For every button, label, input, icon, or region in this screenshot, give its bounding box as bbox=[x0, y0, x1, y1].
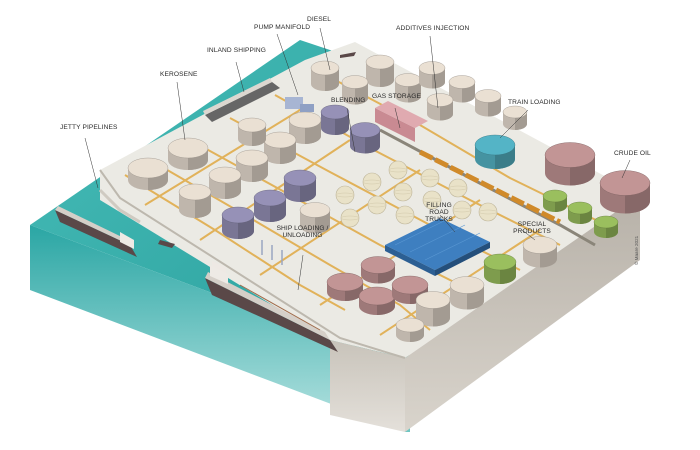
label-ship-loading-unloading: SHIP LOADING / UNLOADING bbox=[276, 225, 329, 239]
label-gas-storage: GAS STORAGE bbox=[372, 93, 421, 100]
storage-tank bbox=[237, 117, 267, 146]
label-leader-lines bbox=[84, 27, 631, 291]
storage-tank bbox=[235, 149, 269, 182]
storage-tank bbox=[599, 170, 651, 214]
truck-filling-station bbox=[385, 217, 490, 276]
storage-tank bbox=[167, 137, 209, 170]
storage-tank bbox=[567, 201, 593, 224]
quay-edge bbox=[99, 169, 406, 359]
label-train-loading: TRAIN LOADING bbox=[508, 99, 561, 106]
storage-tank bbox=[418, 61, 446, 89]
storage-tank bbox=[426, 93, 454, 121]
storage-tank bbox=[449, 276, 485, 310]
storage-tank bbox=[310, 60, 340, 91]
storage-tank bbox=[394, 73, 422, 103]
gas-sphere bbox=[448, 178, 468, 198]
gas-sphere bbox=[393, 182, 413, 202]
small-boats bbox=[158, 52, 356, 248]
storage-tank bbox=[365, 54, 395, 87]
storage-tank bbox=[341, 75, 369, 105]
label-crude-oil: CRUDE OIL bbox=[614, 150, 651, 157]
storage-tank bbox=[178, 183, 212, 218]
storage-tank bbox=[221, 206, 255, 239]
ground-side-right bbox=[405, 195, 640, 432]
storage-tank bbox=[253, 189, 287, 222]
ground-side-left bbox=[330, 340, 405, 432]
gas-sphere bbox=[478, 202, 498, 222]
storage-tanks bbox=[127, 54, 651, 342]
gas-sphere bbox=[422, 190, 442, 210]
gas-sphere bbox=[420, 168, 440, 188]
storage-tank bbox=[415, 291, 451, 327]
gas-sphere bbox=[395, 205, 415, 225]
storage-tank bbox=[208, 166, 242, 199]
gas-sphere bbox=[362, 172, 382, 192]
storage-tank bbox=[127, 157, 169, 190]
label-diesel: DIESEL bbox=[307, 16, 332, 23]
inland-barge bbox=[203, 78, 280, 122]
tanker-ship-large bbox=[205, 260, 338, 352]
ship-loading-arms bbox=[261, 240, 283, 265]
storage-tank bbox=[544, 142, 596, 186]
jetty-pipelines bbox=[98, 188, 141, 224]
label-kerosene: KEROSENE bbox=[160, 71, 198, 78]
storage-tank bbox=[593, 215, 619, 238]
storage-tank bbox=[502, 105, 528, 130]
storage-tank bbox=[360, 256, 396, 284]
storage-tank bbox=[522, 236, 558, 268]
tanker-ship-small bbox=[55, 206, 137, 257]
storage-tank bbox=[395, 317, 425, 342]
gas-sphere bbox=[335, 185, 355, 205]
storage-tank bbox=[483, 253, 517, 284]
storage-tank bbox=[288, 111, 322, 144]
label-additives-injection: ADDITIVES INJECTION bbox=[396, 25, 470, 32]
label-special-products: SPECIAL PRODUCTS bbox=[513, 221, 551, 235]
storage-tank bbox=[474, 89, 502, 117]
gas-sphere bbox=[388, 160, 408, 180]
additives-building bbox=[375, 101, 428, 142]
label-inland-shipping: INLAND SHIPPING bbox=[207, 47, 267, 54]
gas-sphere bbox=[452, 200, 472, 220]
storage-tank bbox=[263, 131, 297, 164]
storage-tank bbox=[542, 189, 568, 212]
rail-track bbox=[379, 128, 596, 247]
storage-tank bbox=[474, 134, 516, 169]
pump-manifold bbox=[285, 97, 314, 112]
storage-tank bbox=[349, 122, 381, 154]
storage-tank bbox=[358, 286, 396, 315]
storage-tank bbox=[448, 75, 476, 103]
gas-sphere bbox=[340, 208, 360, 228]
label-jetty-pipelines: JETTY PIPELINES bbox=[60, 124, 118, 131]
label-pump-manifold: PUMP MANIFOLD bbox=[254, 24, 311, 31]
water-side bbox=[30, 225, 405, 432]
copyright-notice: © Maare 2021 bbox=[634, 235, 639, 265]
gas-spheres bbox=[335, 160, 498, 228]
label-blending: BLENDING bbox=[331, 97, 366, 104]
storage-tank bbox=[299, 202, 331, 234]
storage-tank bbox=[283, 169, 317, 202]
storage-tank bbox=[320, 104, 350, 135]
label-filling-road-trucks: FILLING ROAD TRUCKS bbox=[425, 202, 453, 223]
gas-sphere bbox=[367, 195, 387, 215]
storage-tank bbox=[326, 272, 364, 301]
